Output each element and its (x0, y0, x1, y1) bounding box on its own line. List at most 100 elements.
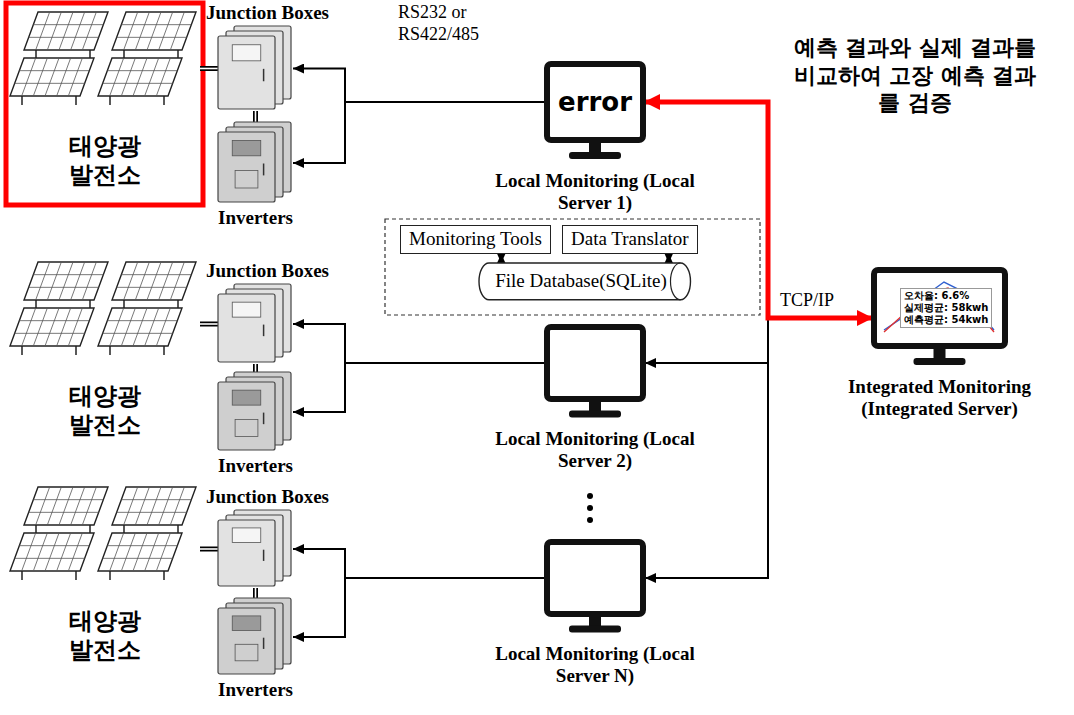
panel-grid (71, 487, 85, 525)
power-cable (253, 588, 258, 598)
cable-core (200, 68, 218, 70)
local-monitor: Local Monitoring (Local Server 2) (545, 325, 645, 420)
panel-grid (159, 487, 173, 525)
panel-grid (22, 533, 36, 571)
panel-grid (121, 533, 135, 571)
panel-frame (98, 58, 182, 96)
panel-grid (29, 512, 99, 513)
panel-grid (57, 58, 71, 96)
panel-grid (57, 533, 71, 571)
node-shape (218, 26, 293, 111)
monitor-base (569, 152, 621, 159)
monitor-base (569, 410, 621, 417)
panel-grid (71, 262, 85, 300)
panel-grid (29, 287, 99, 288)
junction-box: Junction Boxes (218, 284, 293, 364)
panel-grid (19, 70, 89, 71)
panel-frame (112, 12, 196, 50)
panel-frame (98, 533, 182, 571)
panel-grid (107, 545, 177, 546)
signal-connector (500, 254, 502, 263)
panel-grid (121, 58, 135, 96)
cabinet-panel (232, 528, 261, 543)
panel-grid (103, 83, 173, 84)
cylinder-outline (479, 263, 690, 300)
panel-grid (33, 533, 47, 571)
panel-grid (36, 262, 50, 300)
device-label: Inverters (218, 455, 293, 477)
inverter-cabinet (218, 382, 275, 450)
panel-grid (103, 558, 173, 559)
panel-frame (98, 308, 182, 346)
connector-group (255, 588, 256, 598)
signal-connector (293, 102, 545, 163)
panel-grid (47, 262, 61, 300)
solar-panel (112, 12, 196, 59)
panel-grid (133, 533, 147, 571)
signal-connector (645, 318, 872, 363)
ellipsis-dot (587, 517, 593, 523)
cabinet-panel (232, 140, 261, 155)
process-box: Monitoring Tools (400, 225, 551, 254)
cabinet-body (218, 520, 275, 586)
panel-grid (19, 545, 89, 546)
junction-box: Junction Boxes (218, 26, 293, 111)
panel-grid (33, 274, 103, 275)
panel-grid (117, 37, 187, 38)
inverter-cabinet (218, 608, 275, 674)
solar-plant: 태양광 발전소 (10, 262, 200, 362)
panel-grid (107, 320, 177, 321)
panel-grid (145, 308, 159, 346)
local-monitor: errorLocal Monitoring (Local Server 1) (545, 62, 645, 162)
callout-note: 예측 결과와 실제 결과를 비교하여 고장 예측 결과를 검증 (790, 34, 1040, 117)
panel-grid (121, 274, 191, 275)
panel-frame (24, 262, 108, 300)
ellipsis-dot (587, 493, 593, 499)
panel-grid (68, 308, 82, 346)
signal-connector (293, 578, 545, 637)
panel-frame (24, 487, 108, 525)
cabinet-body (218, 36, 275, 109)
panel-leg (75, 571, 77, 580)
plant-label: 태양광 발전소 (60, 132, 150, 190)
panel-grid (145, 58, 159, 96)
cabinet-handle (263, 325, 265, 337)
cabinet-handle (263, 164, 265, 176)
box-label: Monitoring Tools (409, 228, 542, 251)
connector-group (200, 324, 218, 325)
inverter: Inverters (218, 122, 293, 204)
node-shape (218, 284, 293, 364)
cabinet-handle (263, 550, 265, 561)
plant-label: 태양광 발전소 (60, 382, 150, 440)
node-shape (10, 487, 200, 587)
panel-grid (68, 58, 82, 96)
node-shape (545, 325, 645, 420)
panel-grid (15, 83, 85, 84)
panel-frame (10, 58, 94, 96)
solar-panel (24, 487, 108, 534)
panel-grid (170, 12, 184, 50)
database-cylinder: File Database(SQLite) (479, 263, 690, 300)
interface-note: RS232 or RS422/485 (398, 2, 498, 45)
panel-grid (57, 308, 71, 346)
panel-grid (82, 12, 96, 50)
panel-grid (159, 262, 173, 300)
cabinet-panel (232, 45, 261, 61)
panel-grid (159, 12, 173, 50)
panel-grid (121, 308, 135, 346)
panel-grid (33, 58, 47, 96)
connector-group (200, 68, 218, 69)
panel-grid (121, 24, 191, 25)
panel-frame (112, 262, 196, 300)
cable-core (200, 548, 218, 550)
highlight-frame (6, 3, 203, 205)
panel-grid (135, 487, 149, 525)
cabinet-body (218, 382, 275, 450)
panel-grid (103, 333, 173, 334)
panel-grid (156, 58, 170, 96)
panel-frame (10, 308, 94, 346)
solar-plant: 태양광 발전소 (10, 487, 200, 587)
panel-frame (10, 533, 94, 571)
power-cable (253, 364, 258, 372)
signal-connector (293, 324, 545, 363)
